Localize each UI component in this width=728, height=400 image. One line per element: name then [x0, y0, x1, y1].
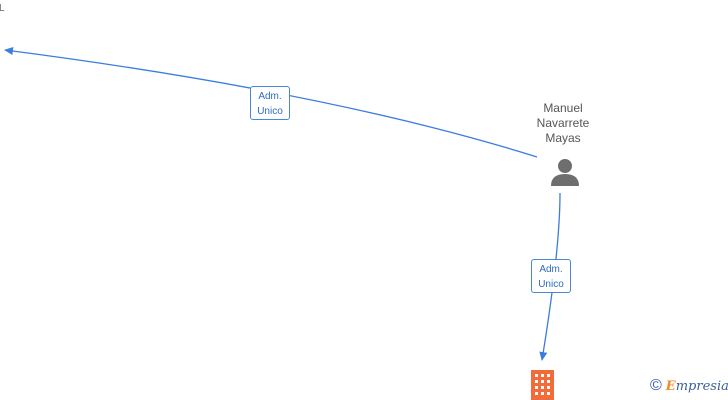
brand-watermark: © Empresia: [650, 378, 728, 394]
person-name-line-3: Mayas: [545, 131, 581, 145]
edge-to-top-company[interactable]: [4, 47, 538, 158]
copyright-icon: ©: [650, 377, 662, 394]
person-icon[interactable]: [551, 159, 579, 186]
edge-label-top-line-1: Adm.: [258, 91, 282, 102]
edge-label-bottom-line-2: Unico: [538, 279, 564, 290]
edge-label-bottom[interactable]: Adm. Unico: [531, 259, 571, 293]
building-icon[interactable]: [531, 370, 554, 400]
brand-name: Empresia: [665, 378, 728, 394]
person-name-line-1: Manuel: [543, 101, 583, 115]
top-company-label-fragment[interactable]: L: [0, 3, 5, 14]
edge-label-top[interactable]: Adm. Unico: [250, 86, 290, 120]
person-name[interactable]: Manuel Navarrete Mayas: [505, 101, 621, 146]
edge-label-top-line-2: Unico: [257, 106, 283, 117]
edge-label-bottom-line-1: Adm.: [539, 264, 563, 275]
person-name-line-2: Navarrete: [536, 116, 590, 130]
